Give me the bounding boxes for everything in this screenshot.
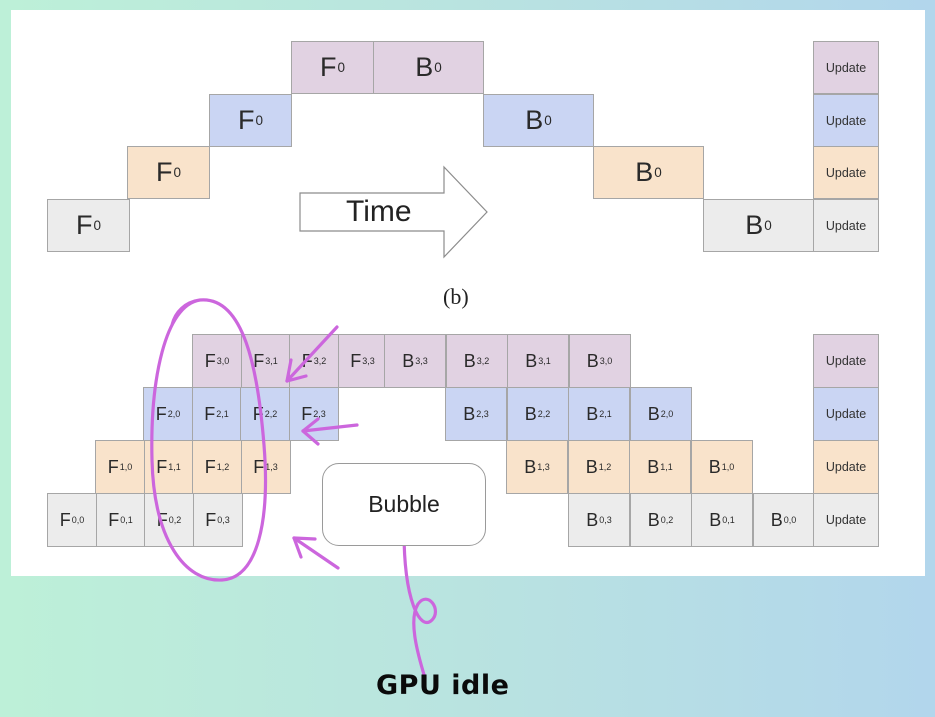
time-label: Time [346, 195, 412, 228]
idle-arrow-top-head [285, 358, 308, 383]
naive-update-gpu1: Update [813, 146, 879, 199]
naive-update-gpu2: Update [813, 94, 879, 147]
naive-update-gpu0: Update [813, 199, 879, 252]
gpu-idle-annotation: GPU idle [376, 670, 510, 701]
time-arrow [299, 165, 488, 259]
figure-caption: (b) [443, 284, 469, 309]
micro-update-gpu3: Update [813, 334, 879, 388]
micro-update-gpu2: Update [813, 387, 879, 441]
micro-update-gpu0: Update [813, 493, 879, 547]
idle-arrow-bottom-head [292, 536, 317, 559]
bubble-box: Bubble [322, 463, 486, 546]
idle-circle-mark [150, 298, 268, 582]
idle-arrow-bottom [292, 536, 340, 570]
idle-arrow-mid-head [301, 417, 320, 446]
bubble-pointer-line [402, 529, 438, 680]
idle-arrow-top [285, 325, 339, 383]
naive-update-gpu3: Update [813, 41, 879, 94]
idle-arrow-mid [301, 423, 359, 433]
